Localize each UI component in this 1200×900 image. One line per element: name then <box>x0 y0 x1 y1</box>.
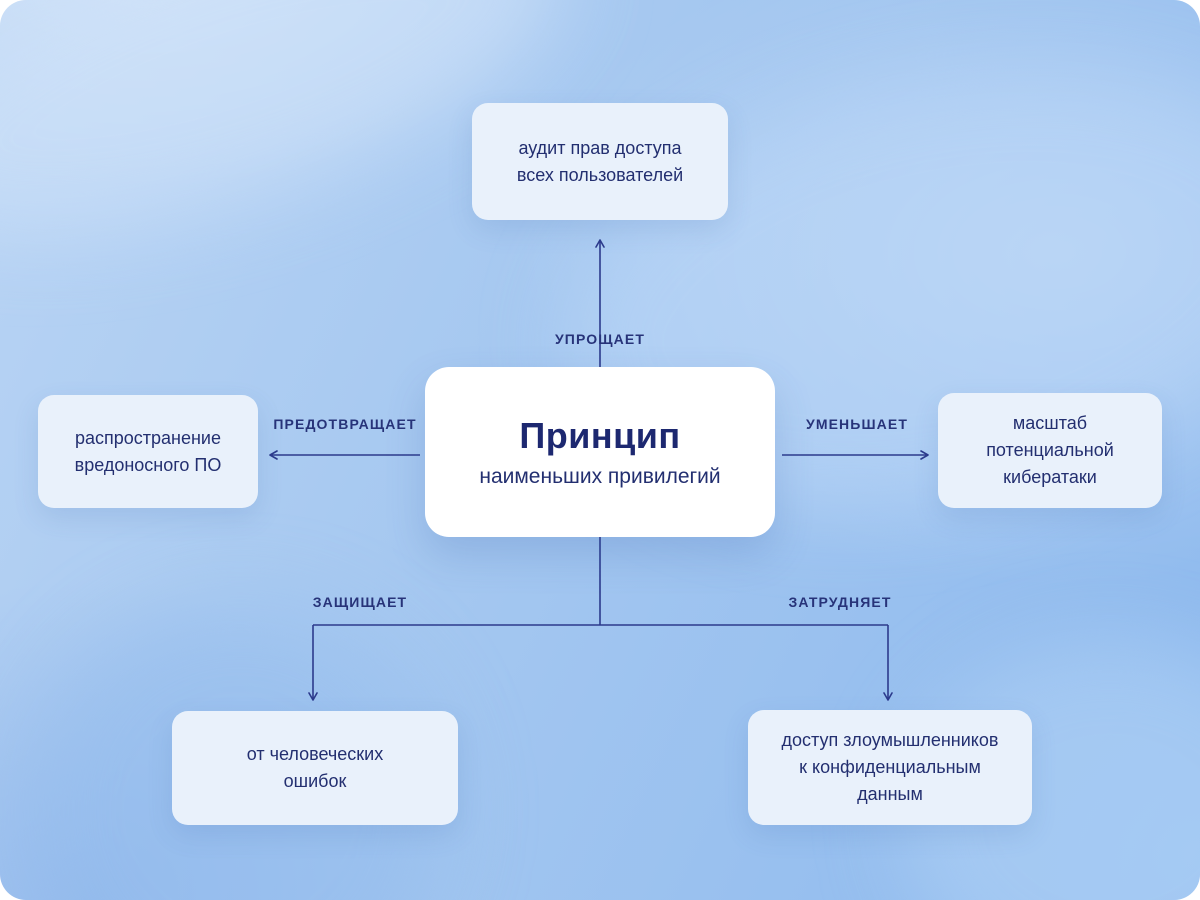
center-node-subtitle: наименьших привилегий <box>479 465 721 488</box>
node-malware-spread: распространение вредоносного ПО <box>38 395 258 508</box>
node-attacker-access: доступ злоумышленников к конфиденциальны… <box>748 710 1032 825</box>
edge-label-protects: ЗАЩИЩАЕТ <box>312 594 408 610</box>
edge-label-hinders: ЗАТРУДНЯЕТ <box>788 594 892 610</box>
edge-label-prevents: ПРЕДОТВРАЩАЕТ <box>273 416 417 432</box>
node-audit-access-rights: аудит прав доступа всех пользователей <box>472 103 728 220</box>
center-node-principle: Принцип наименьших привилегий <box>425 367 775 537</box>
center-node-title: Принцип <box>519 415 681 456</box>
node-human-errors: от человеческих ошибок <box>172 711 458 825</box>
node-cyberattack-scale: масштаб потенциальной кибератаки <box>938 393 1162 508</box>
edge-label-simplifies: УПРОЩАЕТ <box>554 331 646 347</box>
edge-label-reduces: УМЕНЬШАЕТ <box>805 416 909 432</box>
